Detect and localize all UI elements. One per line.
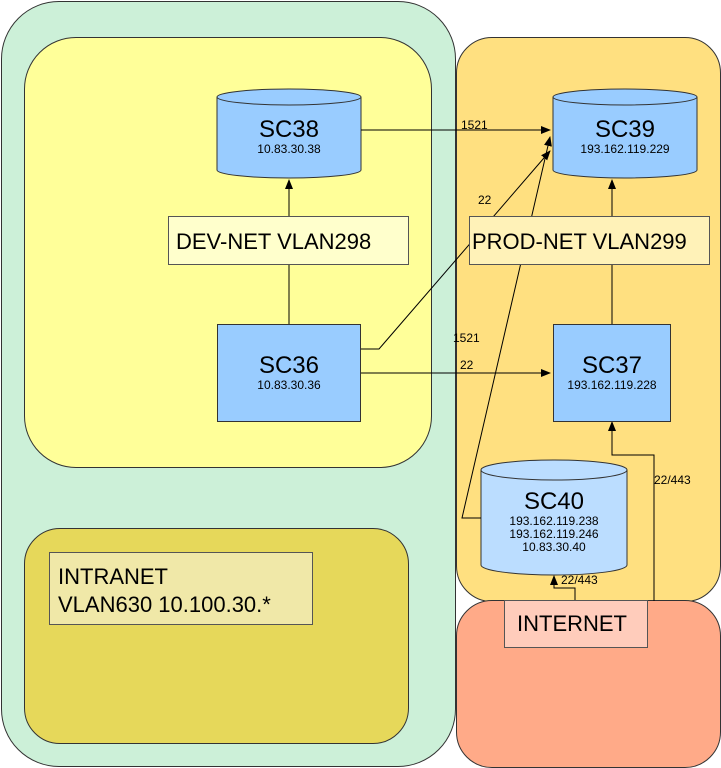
sc38-name: SC38 [258,116,320,143]
edge-internet-sc37 [608,421,655,601]
internet-label: INTERNET [504,600,648,648]
dev-net-label: DEV-NET VLAN298 [168,216,409,265]
sc39-name: SC39 [594,116,656,143]
sc38-cylinder [216,88,362,179]
sc36-node[interactable]: SC36 10.83.30.36 [217,324,361,422]
sc40-ip-2: 193.162.119.246 [509,527,599,541]
sc39-cylinder [552,88,698,179]
sc40-ip-1: 193.162.119.238 [509,514,599,528]
sc40-node[interactable]: SC40 193.162.119.238 193.162.119.246 10.… [481,489,627,554]
edge-label-sc40-sc39: 1521 [453,331,480,345]
sc40-name: SC40 [523,488,585,515]
sc40-cylinder [480,459,628,576]
sc36-ip: 10.83.30.36 [257,378,321,392]
edge-internet-sc40 [550,575,576,600]
intranet-label: INTRANET VLAN630 10.100.30.* [49,552,313,625]
edge-label-sc36-sc39: 22 [478,193,492,207]
edge-label-sc36-sc37: 22 [460,358,474,372]
sc37-name: SC37 [581,352,643,379]
sc37-ip: 193.162.119.228 [567,378,657,392]
sc37-node[interactable]: SC37 193.162.119.228 [553,324,671,422]
prod-net-label: PROD-NET VLAN299 [469,216,710,265]
intranet-label-line1: INTRANET [58,564,168,589]
intranet-label-line2: VLAN630 10.100.30.* [58,592,271,617]
edge-label-internet-sc37: 22/443 [654,473,691,487]
sc36-name: SC36 [258,352,320,379]
sc39-node[interactable]: SC39 193.162.119.229 [553,117,697,156]
edge-label-sc38-sc39: 1521 [461,118,488,132]
sc38-node[interactable]: SC38 10.83.30.38 [217,117,361,156]
sc39-ip: 193.162.119.229 [580,142,670,156]
sc40-ip-3: 10.83.30.40 [522,540,586,554]
sc38-ip: 10.83.30.38 [257,142,321,156]
edge-label-internet-sc40: 22/443 [561,573,598,587]
